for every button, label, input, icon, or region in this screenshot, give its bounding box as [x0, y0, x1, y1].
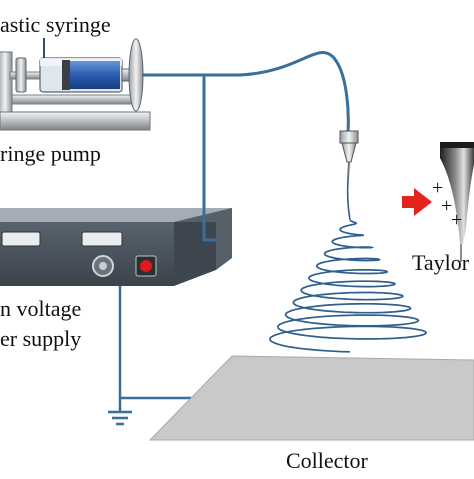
- charge-plus-2: +: [441, 195, 453, 217]
- needle-body: [341, 142, 357, 163]
- zoom-arrow: [402, 188, 432, 216]
- label-power-supply: er supply: [0, 326, 82, 351]
- pump-clamp-plate: [128, 38, 144, 112]
- collector-plate: [148, 355, 474, 441]
- spiral-jet-path: [268, 219, 428, 353]
- power-indicator: [140, 260, 152, 272]
- supply-top-face: [0, 208, 232, 222]
- display-left: [1, 231, 41, 247]
- taylor-cone-inset: [440, 142, 474, 262]
- label-high-voltage: n voltage: [0, 296, 82, 321]
- label-syringe-pump: ringe pump: [0, 141, 101, 166]
- plunger-flange: [15, 57, 27, 93]
- piston-head: [62, 60, 70, 90]
- display-right: [81, 231, 123, 247]
- needle-hub: [339, 130, 359, 144]
- label-taylor: Taylor: [412, 250, 470, 275]
- high-voltage-supply: [0, 208, 232, 286]
- pump-base-rail: [0, 111, 151, 131]
- label-collector: Collector: [286, 448, 368, 473]
- syringe-pump: [0, 38, 151, 131]
- whipping-jet: [268, 219, 428, 353]
- label-plastic-syringe: astic syringe: [0, 12, 111, 37]
- ground-wire: [118, 286, 200, 400]
- charge-plus-3: +: [451, 209, 463, 231]
- hv-wire-to-needle: [202, 75, 216, 242]
- pump-end-block: [0, 51, 13, 113]
- needle-tip: [347, 161, 350, 181]
- pump-guide-rail: [0, 94, 141, 105]
- syringe-fluid: [68, 61, 120, 89]
- spinneret: [339, 130, 359, 221]
- charge-plus-1: +: [432, 177, 444, 199]
- voltage-knob-center: [99, 262, 107, 270]
- ground-connection: [108, 286, 200, 426]
- taylor-cone: [440, 146, 474, 244]
- supply-side-face: [174, 222, 216, 286]
- feed-tube: [142, 51, 350, 133]
- straight-jet: [346, 179, 351, 221]
